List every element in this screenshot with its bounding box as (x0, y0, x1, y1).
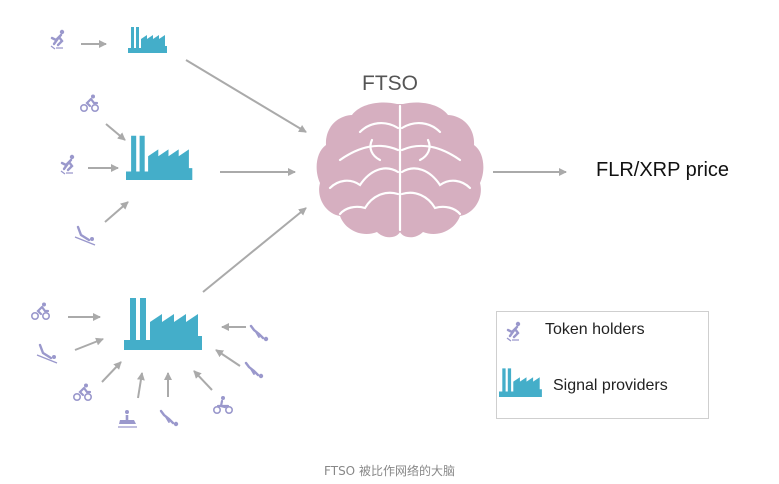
figure-caption: FTSO 被比作网络的大脑 (324, 464, 455, 478)
arrow (105, 123, 126, 141)
arrow-provider-1-to-ftso (185, 59, 307, 133)
diver-icon (159, 409, 180, 428)
arrow (104, 201, 129, 223)
skater-icon (59, 153, 76, 176)
factory-icon (128, 27, 167, 53)
factory-icon (125, 135, 193, 181)
group-1 (49, 27, 167, 53)
cyclist-icon (30, 301, 51, 321)
arrow-provider-3-to-ftso (202, 207, 307, 293)
cyclist-icon (79, 93, 100, 113)
arrow (193, 370, 213, 391)
diver-icon (244, 361, 265, 380)
ftso-title: FTSO (362, 72, 418, 95)
motorbike-icon (212, 394, 234, 415)
legend-signal-providers-label: Signal providers (553, 377, 668, 394)
arrow (136, 372, 145, 399)
luge-icon (35, 343, 59, 365)
cyclist-icon (72, 382, 93, 402)
group-3 (30, 298, 270, 429)
arrow (101, 361, 122, 383)
luge-icon (73, 225, 97, 247)
skater-icon (49, 28, 66, 51)
legend-token-holders-label: Token holders (545, 321, 645, 338)
factory-icon (124, 298, 202, 350)
legend (496, 311, 709, 419)
group-2 (59, 93, 193, 247)
arrow (215, 349, 241, 367)
output-label: FLR/XRP price (596, 159, 730, 181)
brain-icon (316, 102, 484, 238)
diver-icon (249, 324, 270, 343)
arrow (74, 337, 104, 351)
snowmobile-icon (116, 408, 139, 429)
